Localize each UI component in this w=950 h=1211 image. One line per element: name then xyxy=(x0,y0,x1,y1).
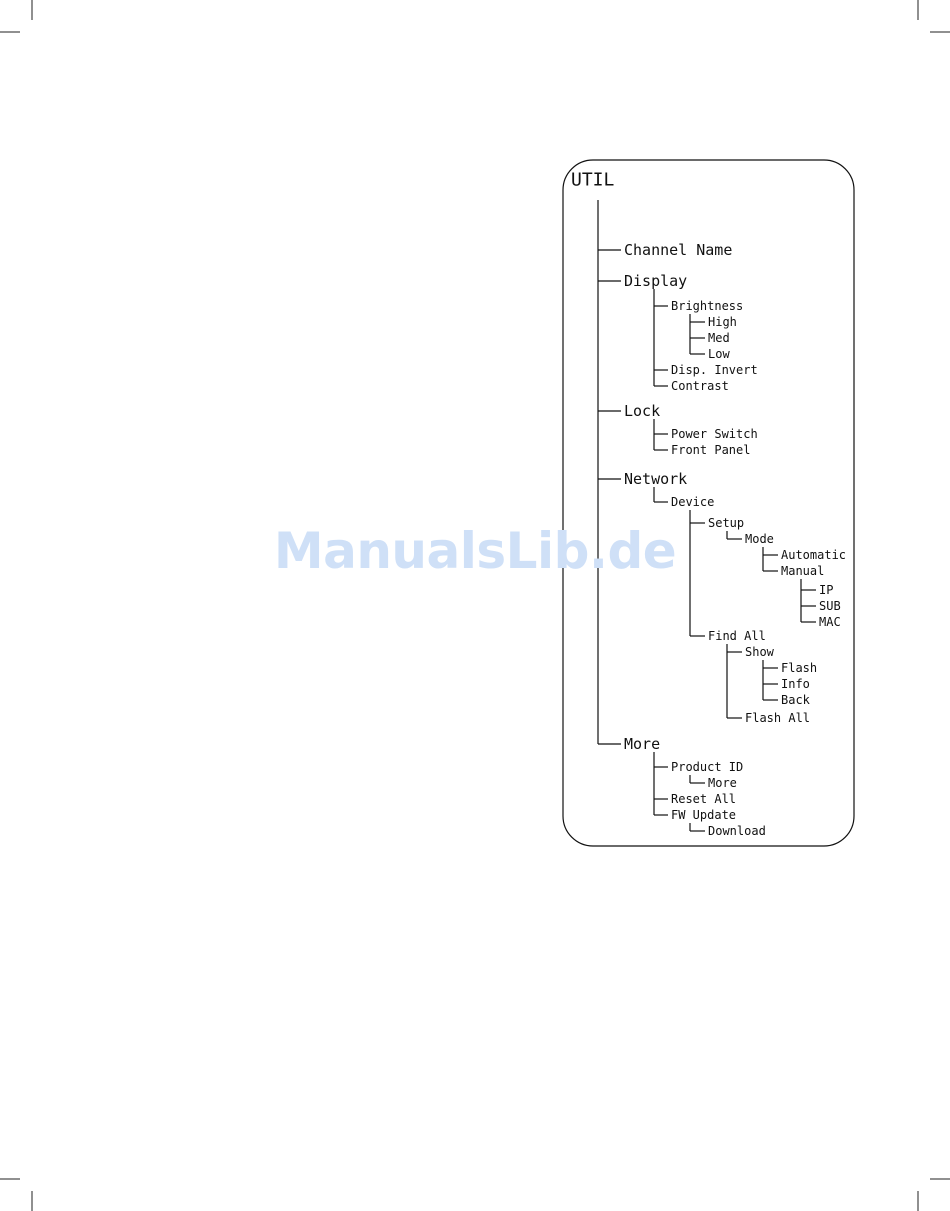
menu-item-util: UTIL xyxy=(571,170,615,191)
menu-item-channel-name: Channel Name xyxy=(624,241,732,259)
menu-item-setup: Setup xyxy=(708,516,744,530)
menu-item-network: Network xyxy=(624,470,687,488)
menu-item-mac: MAC xyxy=(819,615,841,629)
menu-item-mode: Mode xyxy=(745,532,774,546)
menu-item-brightness: Brightness xyxy=(671,299,743,313)
menu-item-high: High xyxy=(708,315,737,329)
menu-item-device: Device xyxy=(671,495,714,509)
menu-item-reset-all: Reset All xyxy=(671,792,736,806)
menu-item-info: Info xyxy=(781,677,810,691)
menu-item-flash-all: Flash All xyxy=(745,711,810,725)
menu-item-display: Display xyxy=(624,272,687,290)
menu-item-disp-invert: Disp. Invert xyxy=(671,363,758,377)
menu-item-show: Show xyxy=(745,645,775,659)
menu-item-automatic: Automatic xyxy=(781,548,846,562)
menu-item-flash: Flash xyxy=(781,661,817,675)
menu-item-ip: IP xyxy=(819,583,833,597)
menu-item-med: Med xyxy=(708,331,730,345)
menu-item-fw-update: FW Update xyxy=(671,808,736,822)
menu-item-low: Low xyxy=(708,347,730,361)
menu-item-more: More xyxy=(708,776,737,790)
menu-item-product-id: Product ID xyxy=(671,760,743,774)
menu-item-power-switch: Power Switch xyxy=(671,427,758,441)
menu-item-more: More xyxy=(624,735,660,753)
menu-item-lock: Lock xyxy=(624,402,660,420)
menu-item-contrast: Contrast xyxy=(671,379,729,393)
menu-item-back: Back xyxy=(781,693,811,707)
menu-item-manual: Manual xyxy=(781,564,824,578)
menu-item-download: Download xyxy=(708,824,766,838)
menu-item-find-all: Find All xyxy=(708,629,766,643)
menu-item-front-panel: Front Panel xyxy=(671,443,750,457)
menu-item-sub: SUB xyxy=(819,599,841,613)
